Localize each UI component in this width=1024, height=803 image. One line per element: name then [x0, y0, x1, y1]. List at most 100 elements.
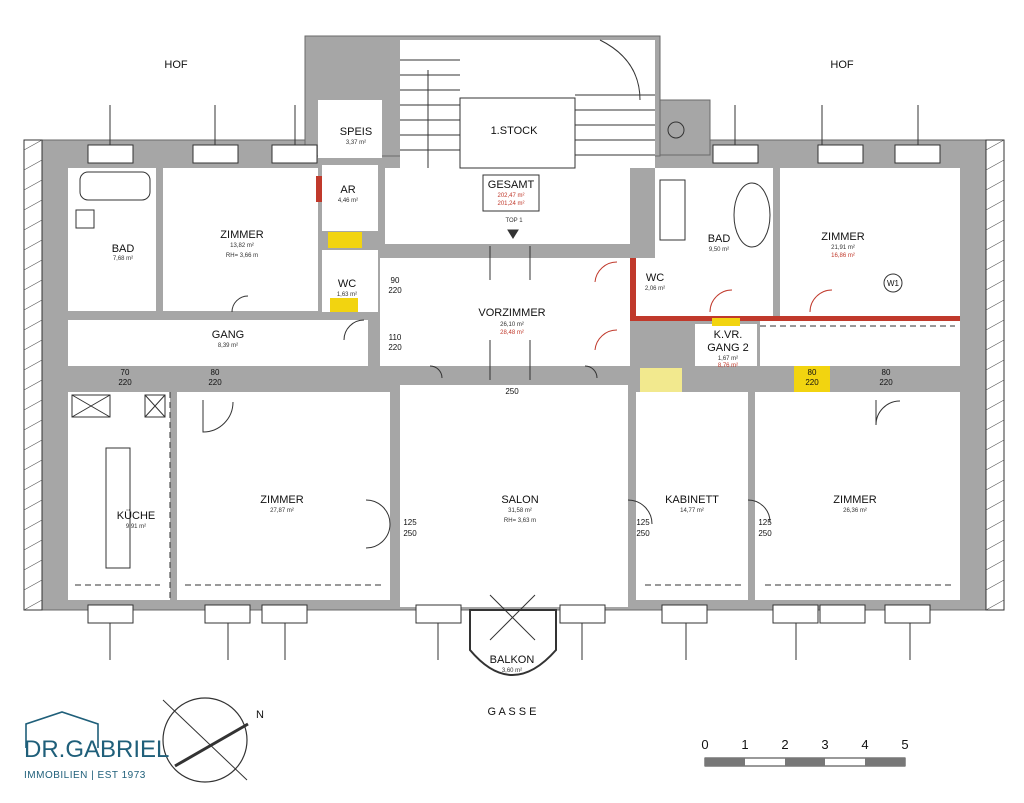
scale-tick-4: 4 — [861, 737, 868, 752]
bathtub-oval-icon — [733, 182, 771, 248]
house-roof-icon — [25, 711, 99, 748]
washbasin-icon — [659, 179, 686, 241]
door-mark-80-b: 80 — [882, 368, 891, 377]
room-gesamt-area1: 202,47 m² — [497, 193, 524, 199]
room-bad-left-area: 7,68 m² — [113, 256, 133, 262]
rooms — [68, 39, 960, 676]
room-speis-area: 3,37 m² — [346, 140, 366, 146]
door-mark-80-a: 80 — [211, 368, 220, 377]
door-mark-125-c: 125 — [758, 518, 772, 527]
scale-tick-3: 3 — [821, 737, 828, 752]
door-mark-220-b: 220 — [388, 343, 402, 352]
room-gang2-name: GANG 2 — [707, 342, 749, 354]
bathtub-icon — [79, 171, 151, 201]
room-gesamt-name: GESAMT — [488, 179, 535, 191]
room-zimmer-tl-rh: RH= 3,66 m — [226, 253, 258, 259]
room-zimmer-tr-area2: 16,86 m² — [831, 253, 855, 259]
logo-tagline: IMMOBILIEN | EST 1973 — [24, 770, 146, 781]
fixtures — [71, 121, 771, 569]
gesamt-box — [482, 174, 540, 212]
door-mark-220-f: 220 — [118, 378, 132, 387]
room-balkon-name: BALKON — [490, 654, 535, 666]
scale-tick-5: 5 — [901, 737, 908, 752]
door-mark-250-c: 250 — [758, 529, 772, 538]
room-ar-area: 4,46 m² — [338, 198, 358, 204]
balkon-outline — [469, 609, 557, 676]
door-mark-110: 110 — [389, 333, 402, 342]
room-gang2-area1: 1,67 m² — [718, 356, 738, 362]
scale-tick-0: 0 — [701, 737, 708, 752]
room-salon-area: 31,58 m² — [508, 508, 532, 514]
room-kabinett-area: 14,77 m² — [680, 508, 704, 514]
hof-right-label: HOF — [830, 59, 854, 71]
door-mark-220-c: 220 — [208, 378, 222, 387]
room-gang-name: GANG — [212, 329, 244, 341]
room-bad-right-area: 9,50 m² — [709, 247, 729, 253]
hof-left-label: HOF — [164, 59, 188, 71]
room-kueche-area: 9,91 m² — [126, 524, 146, 530]
toilet-right-icon — [667, 121, 685, 139]
room-bad-right-name: BAD — [708, 233, 731, 245]
logo: DR.GABRIEL IMMOBILIEN | EST 1973 — [24, 711, 169, 781]
room-kueche-name: KÜCHE — [117, 510, 156, 522]
room-kvr-name: K.VR. — [714, 329, 743, 341]
room-salon-name: SALON — [501, 494, 538, 506]
top-label: TOP 1 — [505, 218, 523, 224]
room-speis-name: SPEIS — [340, 126, 372, 138]
room-gesamt-area2: 201,24 m² — [497, 201, 524, 207]
gasse-label: G A S S E — [488, 706, 537, 718]
scale-tick-2: 2 — [781, 737, 788, 752]
door-mark-250-b: 250 — [636, 529, 650, 538]
door-mark-125-a: 125 — [403, 518, 417, 527]
room-bad-left-name: BAD — [112, 243, 135, 255]
toilet-icon — [75, 209, 95, 229]
room-wc-left-name: WC — [338, 278, 356, 290]
door-mark-90: 90 — [391, 276, 400, 285]
doors — [202, 229, 901, 641]
room-gang2-area2: 8,76 m² — [718, 363, 738, 369]
kitchen-cabinet-icon — [71, 394, 111, 418]
door-mark-125-b: 125 — [636, 518, 650, 527]
room-zimmer-bl-name: ZIMMER — [260, 494, 303, 506]
logo-name: DR.GABRIEL — [24, 736, 169, 763]
hatched-wall-left — [23, 139, 43, 611]
door-mark-250-d: 250 — [505, 387, 519, 396]
door-mark-70: 70 — [121, 368, 130, 377]
scale-bar: 0 1 2 3 4 5 — [701, 737, 909, 767]
room-wc-right-name: WC — [646, 272, 664, 284]
door-mark-220-e: 220 — [805, 378, 819, 387]
room-zimmer-tl-area: 13,82 m² — [230, 243, 254, 249]
room-ar-name: AR — [340, 184, 355, 196]
compass: N — [162, 697, 264, 783]
door-mark-250-a: 250 — [403, 529, 417, 538]
room-zimmer-br-name: ZIMMER — [833, 494, 876, 506]
kitchen-cabinet-2-icon — [144, 394, 166, 418]
room-zimmer-br-area: 26,36 m² — [843, 508, 867, 514]
room-zimmer-bl-area: 27,87 m² — [270, 508, 294, 514]
room-zimmer-tl-name: ZIMMER — [220, 229, 263, 241]
markers — [316, 176, 960, 392]
room-balkon-area: 3,60 m² — [502, 668, 522, 674]
door-mark-220-d: 220 — [879, 378, 893, 387]
door-mark-220-a: 220 — [388, 286, 402, 295]
windows — [87, 105, 941, 660]
north-arrow-icon — [174, 722, 249, 768]
room-zimmer-tr-area1: 21,91 m² — [831, 245, 855, 251]
w1-label: W1 — [887, 279, 900, 288]
scale-tick-1: 1 — [741, 737, 748, 752]
hatched-wall-right — [985, 139, 1005, 611]
room-wc-left-area: 1,63 m² — [337, 292, 357, 298]
room-vorzimmer-area1: 26,10 m² — [500, 322, 524, 328]
compass-north-label: N — [256, 709, 264, 721]
kitchen-island-icon — [105, 447, 131, 569]
room-wc-right-area: 2,06 m² — [645, 286, 665, 292]
room-kabinett-name: KABINETT — [665, 494, 719, 506]
dashed-lines — [75, 325, 955, 600]
room-gang-area: 8,39 m² — [218, 343, 238, 349]
room-zimmer-tr-name: ZIMMER — [821, 231, 864, 243]
room-salon-rh: RH= 3,63 m — [504, 518, 536, 524]
room-vorzimmer-name: VORZIMMER — [478, 307, 545, 319]
door-marks: 90 220 110 220 125 250 125 250 125 250 8… — [118, 276, 893, 538]
w1-marker — [883, 273, 903, 293]
